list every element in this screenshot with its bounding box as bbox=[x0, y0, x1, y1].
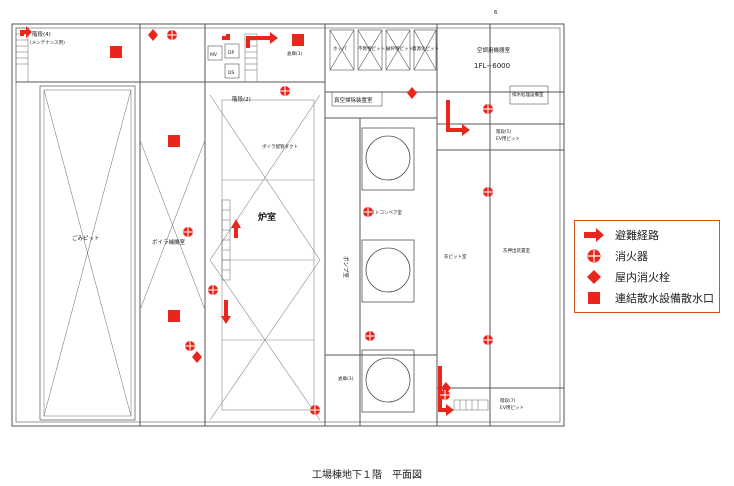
room-dust: ダストコンベア室 bbox=[366, 209, 402, 216]
legend-item-sprinkler: 連結散水設備散水口 bbox=[583, 290, 714, 306]
extinguisher-mark bbox=[208, 285, 218, 295]
legend-label: 連結散水設備散水口 bbox=[615, 292, 714, 305]
legend-label: 屋内消火栓 bbox=[615, 271, 670, 284]
arrow-icon bbox=[583, 227, 605, 243]
sprinkler-square bbox=[168, 135, 180, 147]
extinguisher-mark bbox=[365, 331, 375, 341]
evac-arrow bbox=[221, 300, 231, 324]
extinguisher-mark bbox=[483, 335, 493, 345]
legend-item-hydrant: 屋内消火栓 bbox=[583, 269, 670, 285]
room-stair7: 階段(7) bbox=[500, 397, 516, 404]
room-boiler-pipe: ボイラ配管ダクト bbox=[262, 143, 298, 150]
room-mv: MV bbox=[210, 52, 218, 58]
room-boiler: ボイラ補機室 bbox=[152, 238, 186, 246]
room-spare: 空調用機器室 bbox=[477, 46, 511, 54]
extinguisher-mark bbox=[280, 86, 290, 96]
extinguisher-mark bbox=[483, 104, 493, 114]
extinguishers bbox=[167, 30, 493, 415]
room-pit4: 資源化ピット bbox=[412, 45, 439, 52]
floor-plan: 階段(4) (メンテナンス用) 倉庫(1) 階段(2) MV DP DS ホッパ… bbox=[11, 10, 565, 427]
room-garbage-pit: ごみピット bbox=[72, 234, 100, 242]
room-furnace: 炉室 bbox=[258, 211, 276, 223]
extinguisher-mark bbox=[440, 390, 450, 400]
legend-label: 消火器 bbox=[615, 250, 648, 263]
room-vacuum: 真空掃除装置室 bbox=[334, 96, 373, 104]
extinguisher-mark bbox=[310, 405, 320, 415]
hydrant-diamond bbox=[407, 87, 417, 99]
room-ev: EV用ピット bbox=[496, 136, 520, 142]
evac-arrow bbox=[222, 34, 230, 40]
room-ev2: EV用ピット bbox=[500, 405, 524, 411]
room-pump: ポンプ室 bbox=[342, 256, 350, 278]
hydrant-icon bbox=[583, 269, 605, 285]
evac-arrow bbox=[438, 366, 454, 416]
top-mark: 6 bbox=[494, 10, 498, 16]
room-kissui: 排水処理設備室 bbox=[512, 91, 544, 98]
room-pit2: 不燃物ピット bbox=[358, 45, 385, 52]
hydrant-diamond bbox=[148, 29, 158, 41]
room-stair4: 階段(4) bbox=[32, 30, 51, 38]
extinguisher-mark bbox=[483, 187, 493, 197]
legend: 避難経路 消火器 屋内消火栓 連結散水設備散水口 bbox=[574, 220, 720, 313]
room-warehouse3: 倉庫(3) bbox=[338, 375, 354, 382]
hydrants bbox=[148, 29, 451, 394]
sprinkler-icon bbox=[583, 290, 605, 306]
evac-arrow bbox=[231, 219, 241, 238]
extinguisher-mark bbox=[183, 227, 193, 237]
figure-caption: 工場棟地下１階 平面図 bbox=[312, 470, 422, 481]
evac-arrow bbox=[246, 32, 278, 48]
extinguisher-mark bbox=[363, 207, 373, 217]
room-dp: DP bbox=[228, 50, 234, 56]
evac-arrow bbox=[20, 26, 32, 38]
room-ds: DS bbox=[228, 70, 234, 76]
legend-label: 避難経路 bbox=[615, 229, 659, 242]
sprinkler-square bbox=[168, 310, 180, 322]
extinguisher-icon bbox=[583, 248, 605, 264]
extinguisher-mark bbox=[185, 341, 195, 351]
room-ash: 灰押出装置室 bbox=[503, 247, 530, 254]
room-stair5: 階段(5) bbox=[496, 128, 512, 135]
room-stair2: 階段(2) bbox=[232, 95, 251, 103]
room-warehouse1: 倉庫(1) bbox=[287, 50, 303, 57]
room-exhaust: 灰ピット室 bbox=[444, 253, 467, 260]
evac-arrow bbox=[446, 100, 470, 136]
extinguisher-mark bbox=[167, 30, 177, 40]
sprinkler-square bbox=[292, 34, 304, 46]
room-pit3: 破砕物ピット bbox=[386, 45, 413, 52]
legend-item-extinguisher: 消火器 bbox=[583, 248, 648, 264]
hydrant-diamond bbox=[192, 351, 202, 363]
sprinkler-outlets bbox=[110, 34, 304, 322]
room-pit1: ホッパ bbox=[333, 46, 347, 52]
room-maintenance: (メンテナンス用) bbox=[30, 40, 65, 46]
legend-item-evacuation: 避難経路 bbox=[583, 227, 659, 243]
evacuation-routes bbox=[20, 26, 470, 416]
room-level: 1FL−6000 bbox=[474, 62, 510, 70]
sprinkler-square bbox=[110, 46, 122, 58]
